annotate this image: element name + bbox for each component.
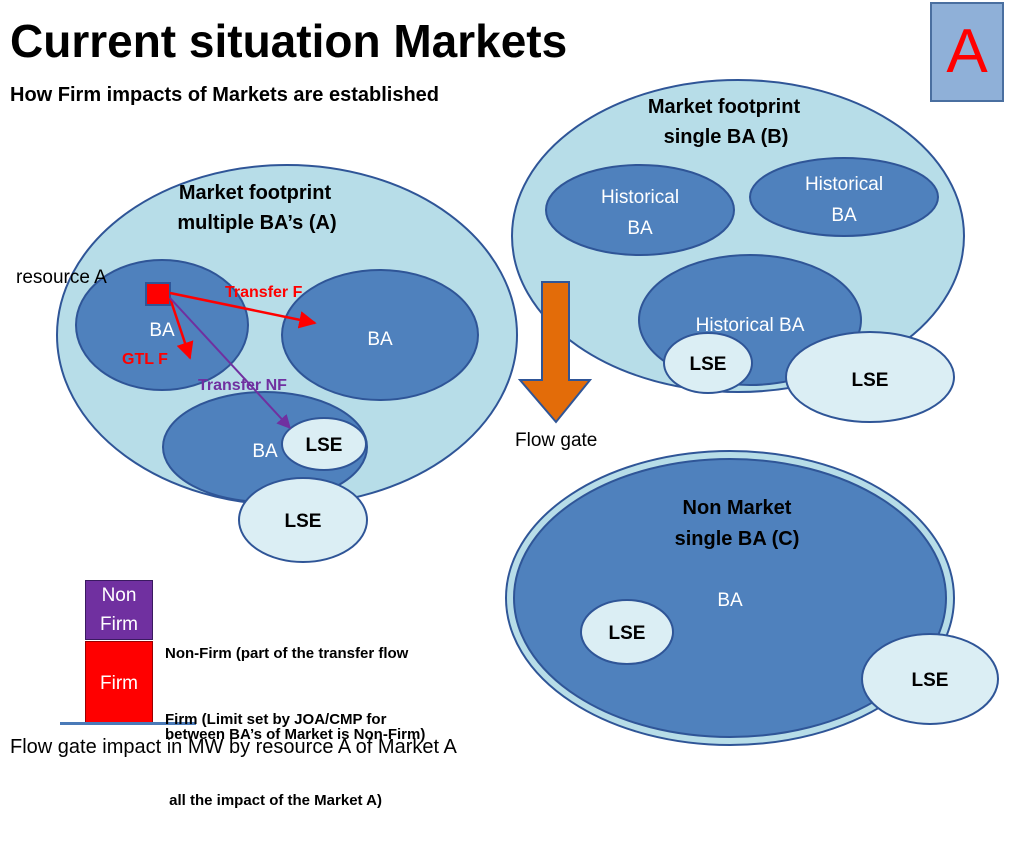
market-b-historical-ba-2-line1: Historical <box>805 174 883 195</box>
gtl-f-arrow <box>168 297 194 360</box>
market-b-label-line2: single BA (B) <box>664 126 789 148</box>
page-title: Current situation Markets <box>10 15 568 67</box>
legend-nonfirm-description: Non-Firm (part of the transfer flow betw… <box>165 586 425 775</box>
market-badge: A <box>930 2 1004 102</box>
market-b-historical-ba-1-line2: BA <box>627 218 653 239</box>
non-market-c-lse-inner-label: LSE <box>609 623 646 644</box>
flowgate-label: Flow gate <box>515 430 597 451</box>
resource-a-marker <box>145 282 171 306</box>
legend-nonfirm-line2: between BA’s of Market is Non-Firm) <box>165 726 426 743</box>
non-market-c-ba-label: BA <box>717 590 743 611</box>
market-b-historical-ba-2 <box>749 157 939 237</box>
legend-firm-line1: Firm (Limit set by JOA/CMP for <box>165 711 387 728</box>
transfer-nf-arrow <box>169 297 291 430</box>
market-a-lse-outer-label: LSE <box>285 511 322 532</box>
market-b-lse-inner-label: LSE <box>690 354 727 375</box>
market-a-label-line2: multiple BA’s (A) <box>177 212 336 234</box>
market-b-historical-ba-2-line2: BA <box>831 205 857 226</box>
market-a-ba-left <box>75 259 249 391</box>
legend-nonfirm-line1: Non-Firm (part of the transfer flow <box>165 645 409 662</box>
caption: Flow gate impact in MW by resource A of … <box>10 736 457 758</box>
transfer-f-arrow <box>169 291 317 329</box>
page-subtitle: How Firm impacts of Markets are establis… <box>10 84 440 106</box>
market-b-historical-ba-3-label: Historical BA <box>696 315 805 336</box>
transfer-nf-label: Transfer NF <box>198 377 287 394</box>
market-a-lse-inner-label: LSE <box>306 435 343 456</box>
legend-baseline <box>60 722 196 725</box>
market-a-ba-right <box>281 269 479 401</box>
non-market-c-lse-outer <box>861 633 999 725</box>
legend-nonfirm-box: Non Firm <box>85 580 153 640</box>
transfer-f-label: Transfer F <box>225 284 303 301</box>
market-b-lse-inner <box>663 332 753 394</box>
non-market-c-lse-outer-label: LSE <box>912 670 949 691</box>
non-market-c-lse-inner <box>580 599 674 665</box>
non-market-c-ba <box>513 458 947 738</box>
market-b-label-line1: Market footprint <box>648 96 801 118</box>
market-b-historical-ba-1 <box>545 164 735 256</box>
market-b-historical-ba-1-line1: Historical <box>601 187 679 208</box>
market-diagram: Market footprint multiple BA’s (A) BA BA… <box>16 79 999 746</box>
market-b-lse-outer-label: LSE <box>852 370 889 391</box>
legend-nonfirm-box-label: Non Firm <box>100 585 138 635</box>
gtl-f-label: GTL F <box>122 351 168 368</box>
resource-a-label: resource A <box>16 267 107 288</box>
flowgate-arrow-icon <box>517 281 593 424</box>
market-a-ba-left-label: BA <box>149 320 175 341</box>
market-b-lse-outer <box>785 331 955 423</box>
market-a-label-line1: Market footprint <box>179 182 332 204</box>
non-market-c-label-line2: single BA (C) <box>675 528 800 550</box>
market-a-ba-bottom-label: BA <box>252 441 278 462</box>
market-a-lse-outer <box>238 477 368 563</box>
market-a-lse-inner <box>281 417 367 471</box>
non-market-c-label-line1: Non Market <box>683 497 792 519</box>
legend-firm-box: Firm <box>85 641 153 724</box>
market-a-ba-right-label: BA <box>367 329 393 350</box>
legend-firm-line2: all the impact of the Market A) <box>165 792 382 809</box>
